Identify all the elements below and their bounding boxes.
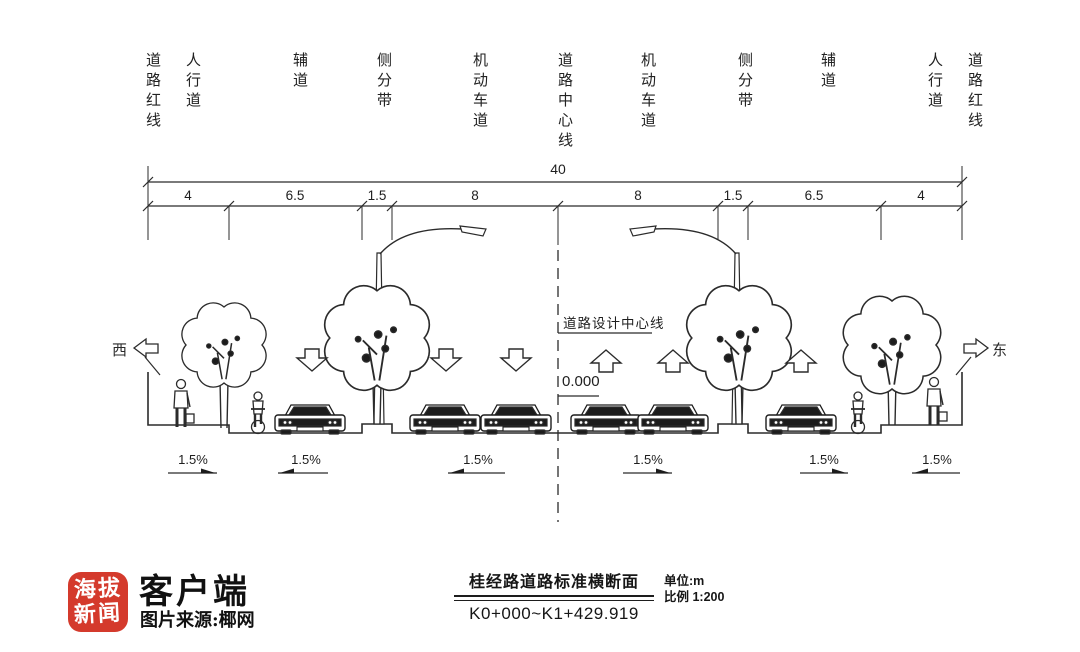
scale-note: 比例 1:200: [664, 590, 725, 604]
traffic-arrow-down-icon: [296, 348, 328, 372]
service-road-label-left: 辅道: [291, 52, 308, 92]
carriageway-label-left: 机动车道: [471, 52, 488, 132]
logo-badge-line2: 新闻: [73, 599, 123, 629]
dimension-segment: 1.5: [367, 188, 387, 203]
unit-note: 单位:m: [664, 574, 705, 588]
title-underline: [454, 595, 654, 601]
slope-label: 1.5%: [633, 452, 663, 467]
car-service-right: [765, 404, 837, 435]
slope-label: 1.5%: [922, 452, 952, 467]
traffic-arrow-up-icon: [590, 349, 622, 373]
drawing-title: 桂经路道路标准横断面: [468, 574, 639, 591]
traffic-arrow-down-icon: [430, 348, 462, 372]
sidewalk-label-left: 人行道: [184, 52, 201, 112]
car-service-left: [274, 404, 346, 435]
news-app-logo: 海拔 新闻: [68, 572, 128, 632]
dimension-segment: 4: [917, 188, 925, 203]
road-redline-label-right: 道路红线: [966, 52, 983, 132]
dimension-extension-lines: [147, 166, 963, 245]
drawing-notes: 单位:m 比例 1:200: [664, 573, 724, 605]
dimension-lines: [142, 166, 968, 245]
dimension-segment: 4: [184, 188, 192, 203]
design-centerline: [557, 250, 652, 522]
title-block: 桂经路道路标准横断面 K0+000~K1+429.919: [450, 568, 658, 624]
median-label-right: 侧分带: [736, 52, 753, 112]
design-centerline-label: 道路设计中心线: [563, 316, 665, 331]
pedestrian-left: [172, 378, 196, 429]
carriageway-label-right: 机动车道: [639, 52, 656, 132]
slope-label: 1.5%: [178, 452, 208, 467]
car-main-left-1: [409, 404, 481, 435]
median-label-left: 侧分带: [375, 52, 392, 112]
tree-sidewalk-right: [842, 295, 942, 426]
slope-label: 1.5%: [291, 452, 321, 467]
west-label: 西: [112, 342, 128, 359]
pedestrian-right: [925, 376, 949, 427]
dimension-segment: 8: [471, 188, 479, 203]
service-road-label-right: 辅道: [819, 52, 836, 92]
traffic-arrow-down-icon: [500, 348, 532, 372]
dimension-segment: 6.5: [285, 188, 305, 203]
lamp-head-icon: [459, 225, 487, 237]
east-direction: [955, 337, 990, 376]
dimension-segment: 1.5: [723, 188, 743, 203]
east-label: 东: [992, 342, 1008, 359]
sidewalk-label-right: 人行道: [926, 52, 943, 112]
dimension-segment: 6.5: [804, 188, 824, 203]
dimension-total: 40: [550, 161, 566, 177]
stationing-range: K0+000~K1+429.919: [469, 604, 639, 623]
slope-indicators: [168, 468, 960, 474]
elevation-value: 0.000: [562, 373, 600, 390]
west-arrow-icon: [132, 337, 159, 359]
slope-label: 1.5%: [809, 452, 839, 467]
car-main-right-1: [570, 404, 642, 435]
cyclist-left: [249, 390, 267, 435]
tree-median-left: [323, 284, 431, 425]
ground-profile: [147, 372, 963, 434]
road-redline-label-left: 道路红线: [144, 52, 161, 132]
dimension-segment: 8: [634, 188, 642, 203]
tree-median-right: [685, 284, 793, 425]
traffic-arrow-up-icon: [657, 349, 689, 373]
car-main-left-2: [480, 404, 552, 435]
lamp-head-icon: [629, 225, 657, 237]
image-source-label: 图片来源:椰网: [140, 610, 255, 631]
east-arrow-icon: [963, 337, 990, 359]
app-name-label: 客户端: [139, 572, 250, 612]
car-main-right-2: [637, 404, 709, 435]
slope-label: 1.5%: [463, 452, 493, 467]
cyclist-right: [849, 390, 867, 435]
tree-sidewalk-left: [181, 302, 267, 429]
west-direction: [132, 337, 161, 376]
road-centerline-label: 道路中心线: [556, 52, 573, 152]
